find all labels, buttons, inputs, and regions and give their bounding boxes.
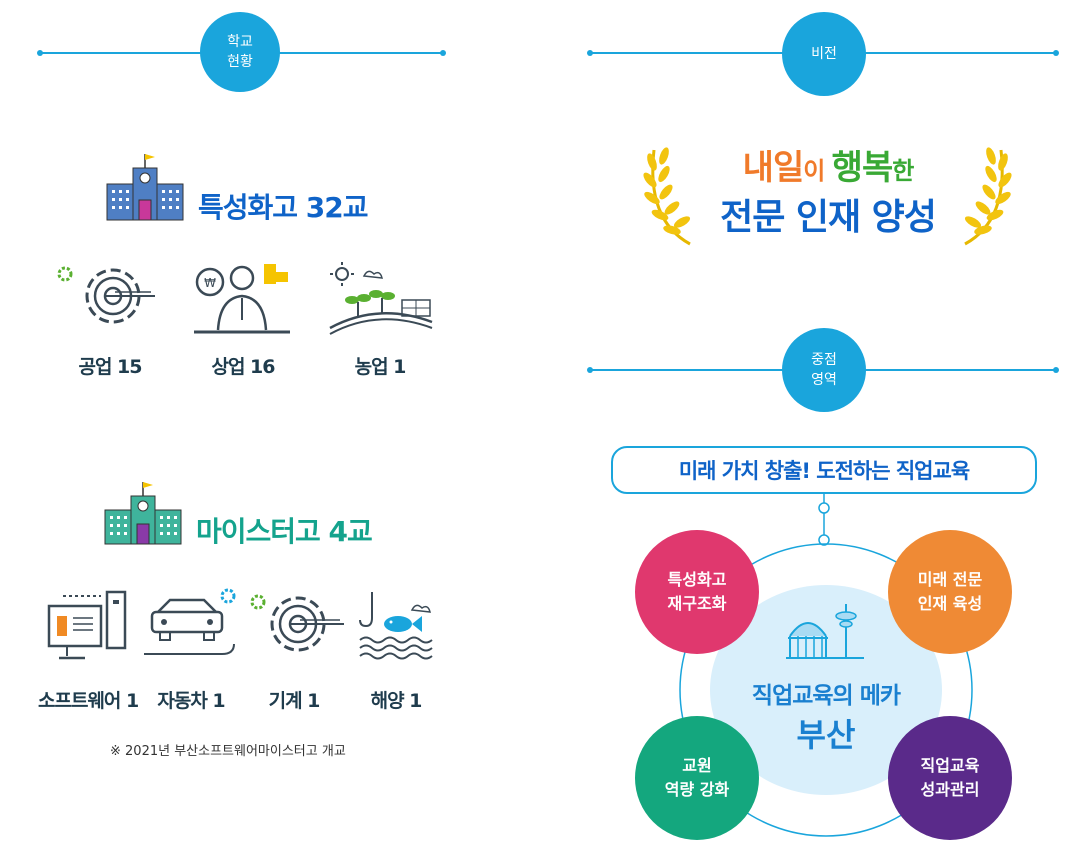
specialized-title: 특성화고 32교 — [198, 191, 369, 224]
opening-note: ※ 2021년 부산소프트웨어마이스터고 개교 — [110, 744, 346, 759]
school-status-badge: 학교 현황 — [200, 12, 280, 92]
vision-line2: 전문 인재 양성 — [720, 197, 937, 238]
software-label: 소프트웨어 1 — [38, 690, 139, 712]
meister-title: 마이스터고 4교 — [196, 515, 373, 548]
focus-diagram-lines — [679, 494, 973, 837]
focus-area-performance: 직업교육 성과관리 — [888, 716, 1012, 840]
laurel-right-icon — [964, 147, 1012, 246]
busan-landmark-icon — [786, 604, 864, 659]
line-dot — [1053, 50, 1059, 56]
school-building-icon — [104, 482, 182, 545]
machine-label: 기계 1 — [268, 690, 321, 712]
commerce-person-icon: ₩ — [194, 264, 290, 334]
vision-word-tomorrow: 내일 — [742, 148, 805, 188]
focus-area-talent: 미래 전문 인재 육성 — [888, 530, 1012, 654]
vision-line1: 내일이 행복한 — [700, 140, 956, 189]
center-line1: 직업교육의 메카 — [751, 683, 901, 709]
laurel-left-icon — [643, 147, 691, 246]
agriculture-field-icon — [329, 262, 433, 335]
car-icon — [144, 588, 236, 655]
focus-area-badge: 중점 영역 — [782, 328, 866, 412]
focus-area-restructure: 특성화고 재구조화 — [635, 530, 759, 654]
line-dot — [440, 50, 446, 56]
software-computer-icon — [47, 590, 127, 660]
school-building-icon — [106, 154, 184, 221]
machine-gear-icon — [250, 594, 344, 652]
marine-label: 해양 1 — [370, 690, 423, 712]
marine-fish-icon — [359, 592, 433, 660]
car-label: 자동차 1 — [157, 690, 225, 712]
agriculture-label: 농업 1 — [354, 356, 407, 378]
commerce-label: 상업 16 — [211, 356, 275, 378]
vision-badge: 비전 — [782, 12, 866, 96]
center-line2: 부산 — [796, 716, 856, 754]
vision-word-happy: 행복 — [831, 148, 894, 188]
focus-banner: 미래 가치 창출! 도전하는 직업교육 — [611, 446, 1037, 494]
line-dot — [1053, 367, 1059, 373]
industry-gear-icon — [57, 266, 155, 324]
svg-text:₩: ₩ — [204, 276, 216, 290]
industry-label: 공업 15 — [78, 356, 142, 378]
focus-area-teachers: 교원 역량 강화 — [635, 716, 759, 840]
vision-particle-1: 이 — [803, 157, 832, 185]
vision-particle-2: 한 — [892, 157, 914, 185]
